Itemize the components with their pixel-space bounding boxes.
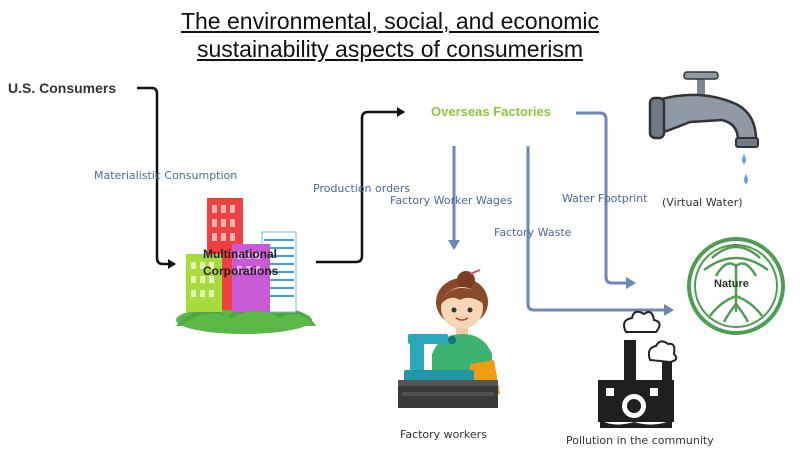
factory-worker-wages-label: Factory Worker Wages bbox=[390, 194, 513, 207]
arrow-waste-to-nature bbox=[526, 146, 674, 316]
seamstress-sewing-machine-icon bbox=[398, 269, 500, 408]
polluting-factory-icon bbox=[598, 310, 678, 428]
overseas-factories-label: Overseas Factories bbox=[431, 104, 551, 119]
factory-workers-label: Factory workers bbox=[400, 428, 487, 441]
tree-of-life-icon bbox=[687, 237, 785, 335]
nature-label: Nature bbox=[714, 278, 749, 290]
production-orders-label: Production orders bbox=[313, 182, 411, 195]
corporations-label: Corporations bbox=[203, 264, 279, 278]
arrow-consumers-to-corporations bbox=[137, 86, 176, 269]
factory-waste-label: Factory Waste bbox=[494, 226, 572, 239]
materialistic-consumption-label: Materialistic Consumption bbox=[94, 169, 238, 182]
arrow-water-footprint-to-nature bbox=[576, 111, 636, 289]
pollution-label: Pollution in the community bbox=[566, 434, 714, 447]
city-buildings-icon bbox=[176, 198, 316, 334]
water-footprint-label: Water Footprint bbox=[562, 192, 648, 205]
title-line-2: sustainability aspects of consumerism bbox=[196, 36, 584, 62]
title-line-1: The environmental, social, and economic bbox=[180, 8, 600, 34]
arrow-corporations-to-factories bbox=[316, 107, 405, 264]
virtual-water-label: (Virtual Water) bbox=[662, 196, 743, 209]
multinational-label: Multinational bbox=[203, 247, 277, 261]
us-consumers-label: U.S. Consumers bbox=[8, 80, 117, 96]
water-faucet-icon bbox=[648, 71, 759, 184]
